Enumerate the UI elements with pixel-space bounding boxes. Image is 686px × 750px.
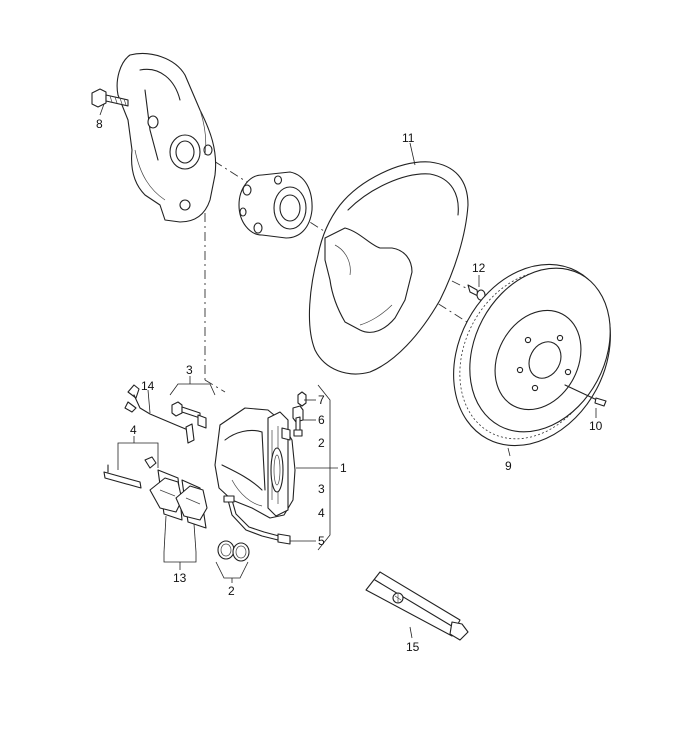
bleeder-valve bbox=[292, 405, 304, 437]
callout-1: 1 bbox=[340, 461, 347, 475]
callout-3-right: 3 bbox=[318, 482, 325, 496]
bolt-8 bbox=[91, 88, 129, 108]
callout-4-top: 4 bbox=[130, 423, 137, 437]
callout-6: 6 bbox=[318, 413, 325, 427]
wheel-hub bbox=[238, 171, 313, 239]
callout-10: 10 bbox=[589, 419, 603, 433]
callout-13: 13 bbox=[173, 571, 187, 585]
callout-12: 12 bbox=[472, 261, 486, 275]
pad-spring bbox=[103, 456, 157, 489]
steering-knuckle bbox=[116, 52, 217, 223]
seal-rings bbox=[217, 540, 250, 562]
callout-2-right: 2 bbox=[318, 436, 325, 450]
brake-pads bbox=[149, 469, 208, 529]
brake-disc bbox=[453, 263, 611, 447]
callout-5: 5 bbox=[318, 534, 325, 548]
callout-11: 11 bbox=[402, 131, 415, 145]
leader-lines bbox=[99, 103, 597, 639]
callout-4-right: 4 bbox=[318, 506, 325, 520]
brake-hose bbox=[223, 495, 291, 545]
callout-labels: 8 11 12 3 14 7 6 10 4 2 1 9 3 4 5 13 2 1… bbox=[96, 117, 603, 654]
brake-caliper bbox=[214, 407, 296, 519]
grease-tube bbox=[365, 571, 469, 641]
wear-sensor bbox=[124, 384, 195, 444]
guide-bolts bbox=[171, 391, 307, 429]
callout-2-bottom: 2 bbox=[228, 584, 235, 598]
callout-8: 8 bbox=[96, 117, 103, 131]
callout-9: 9 bbox=[505, 459, 512, 473]
callout-7: 7 bbox=[318, 393, 325, 407]
callout-3-top: 3 bbox=[186, 363, 193, 377]
splash-shield bbox=[308, 161, 469, 375]
callout-14: 14 bbox=[141, 379, 155, 393]
callout-15: 15 bbox=[406, 640, 420, 654]
screw-10 bbox=[564, 384, 607, 407]
